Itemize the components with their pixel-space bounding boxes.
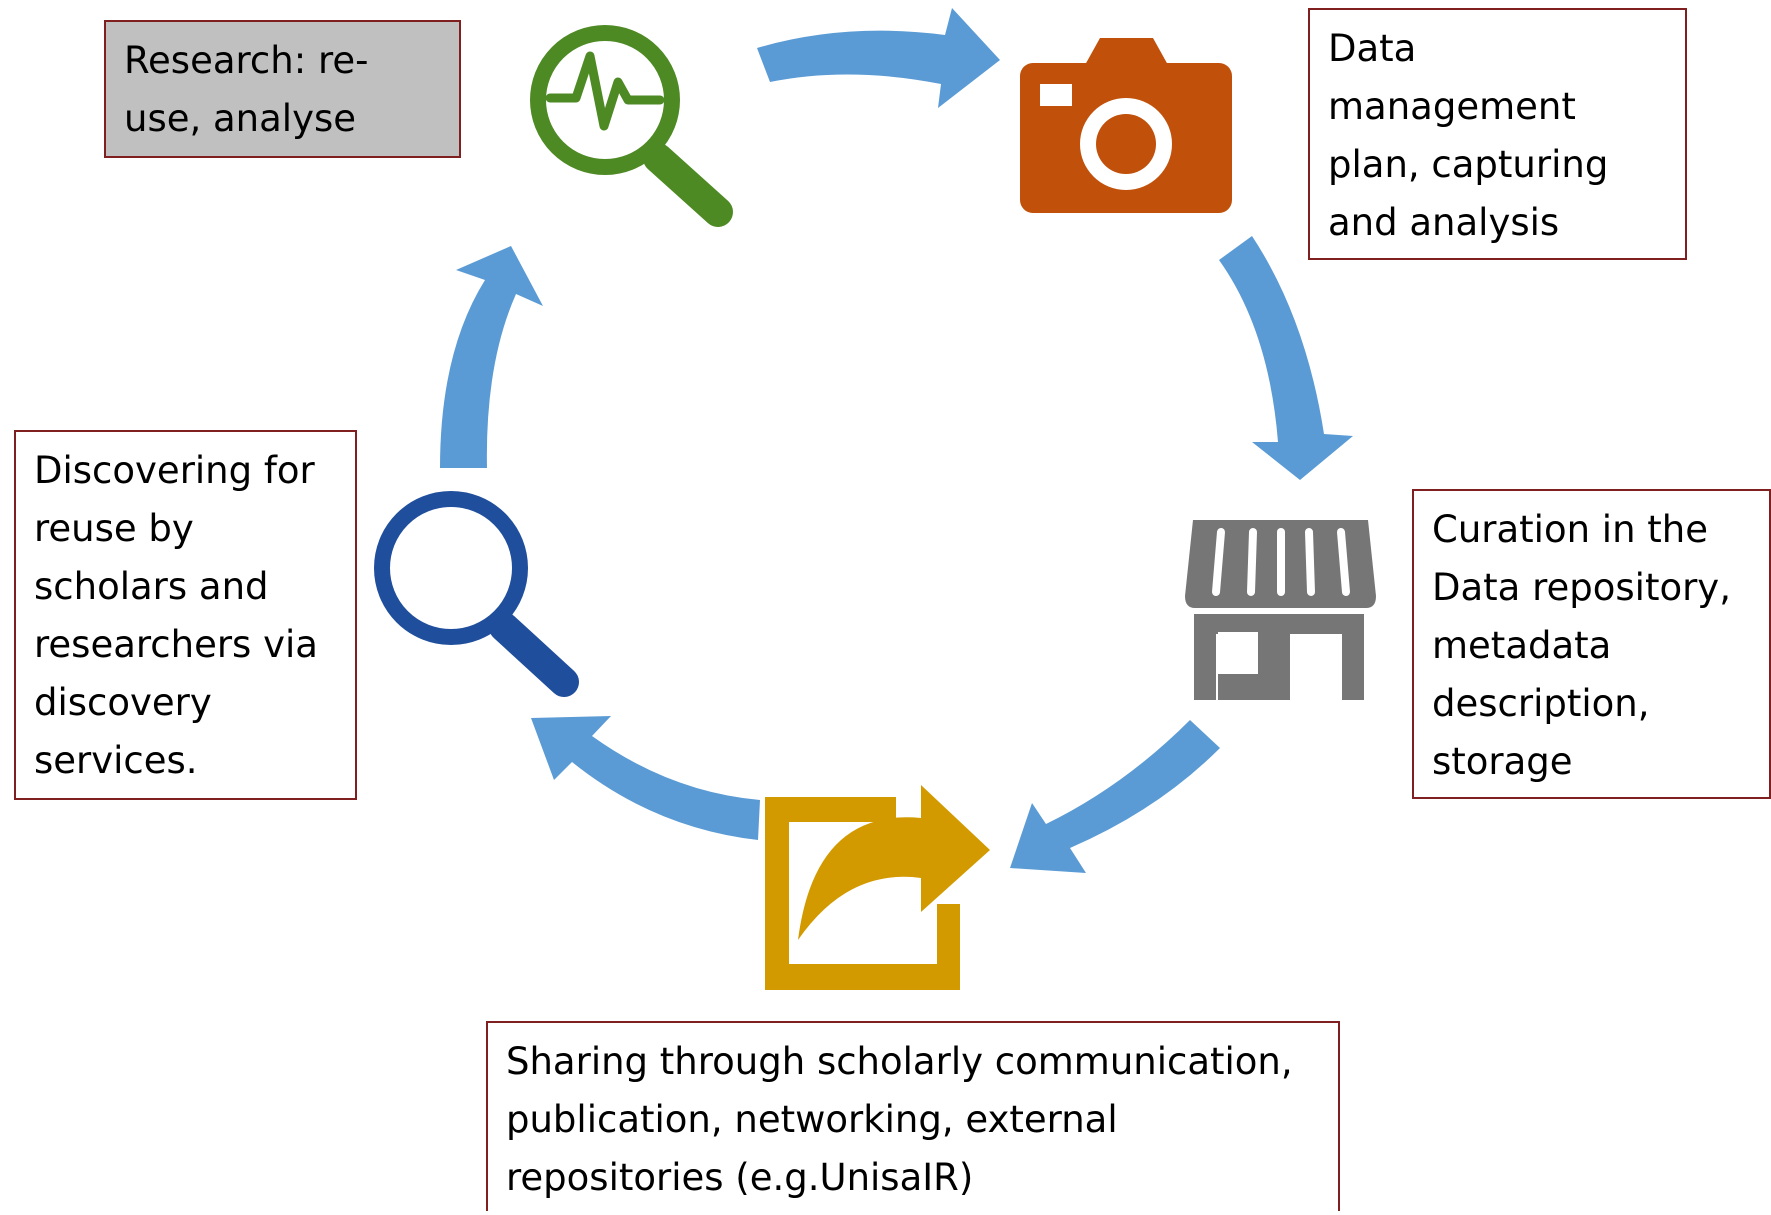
stage-label-sharing: Sharing through scholarly communication,…	[486, 1021, 1340, 1211]
arrow-research-to-dmp	[757, 8, 1000, 108]
cycle-arrows	[440, 8, 1353, 873]
arrow-sharing-to-discovering	[531, 716, 760, 840]
search-icon	[374, 491, 579, 697]
arrow-discovering-to-research	[440, 246, 543, 468]
stage-label-discovering: Discovering for reuse by scholars and re…	[14, 430, 357, 800]
magnifier-pulse-icon	[530, 25, 733, 227]
stage-label-research: Research: re-use, analyse	[104, 20, 461, 158]
stage-label-data-management: Data management plan, capturing and anal…	[1308, 8, 1687, 260]
share-arrow-icon	[765, 785, 990, 990]
arrow-curation-to-sharing	[1010, 720, 1220, 873]
storefront-icon	[1185, 520, 1376, 700]
camera-icon	[1020, 38, 1232, 213]
arrow-dmp-to-curation	[1219, 236, 1353, 480]
stage-label-curation: Curation in the Data repository, metadat…	[1412, 489, 1771, 799]
